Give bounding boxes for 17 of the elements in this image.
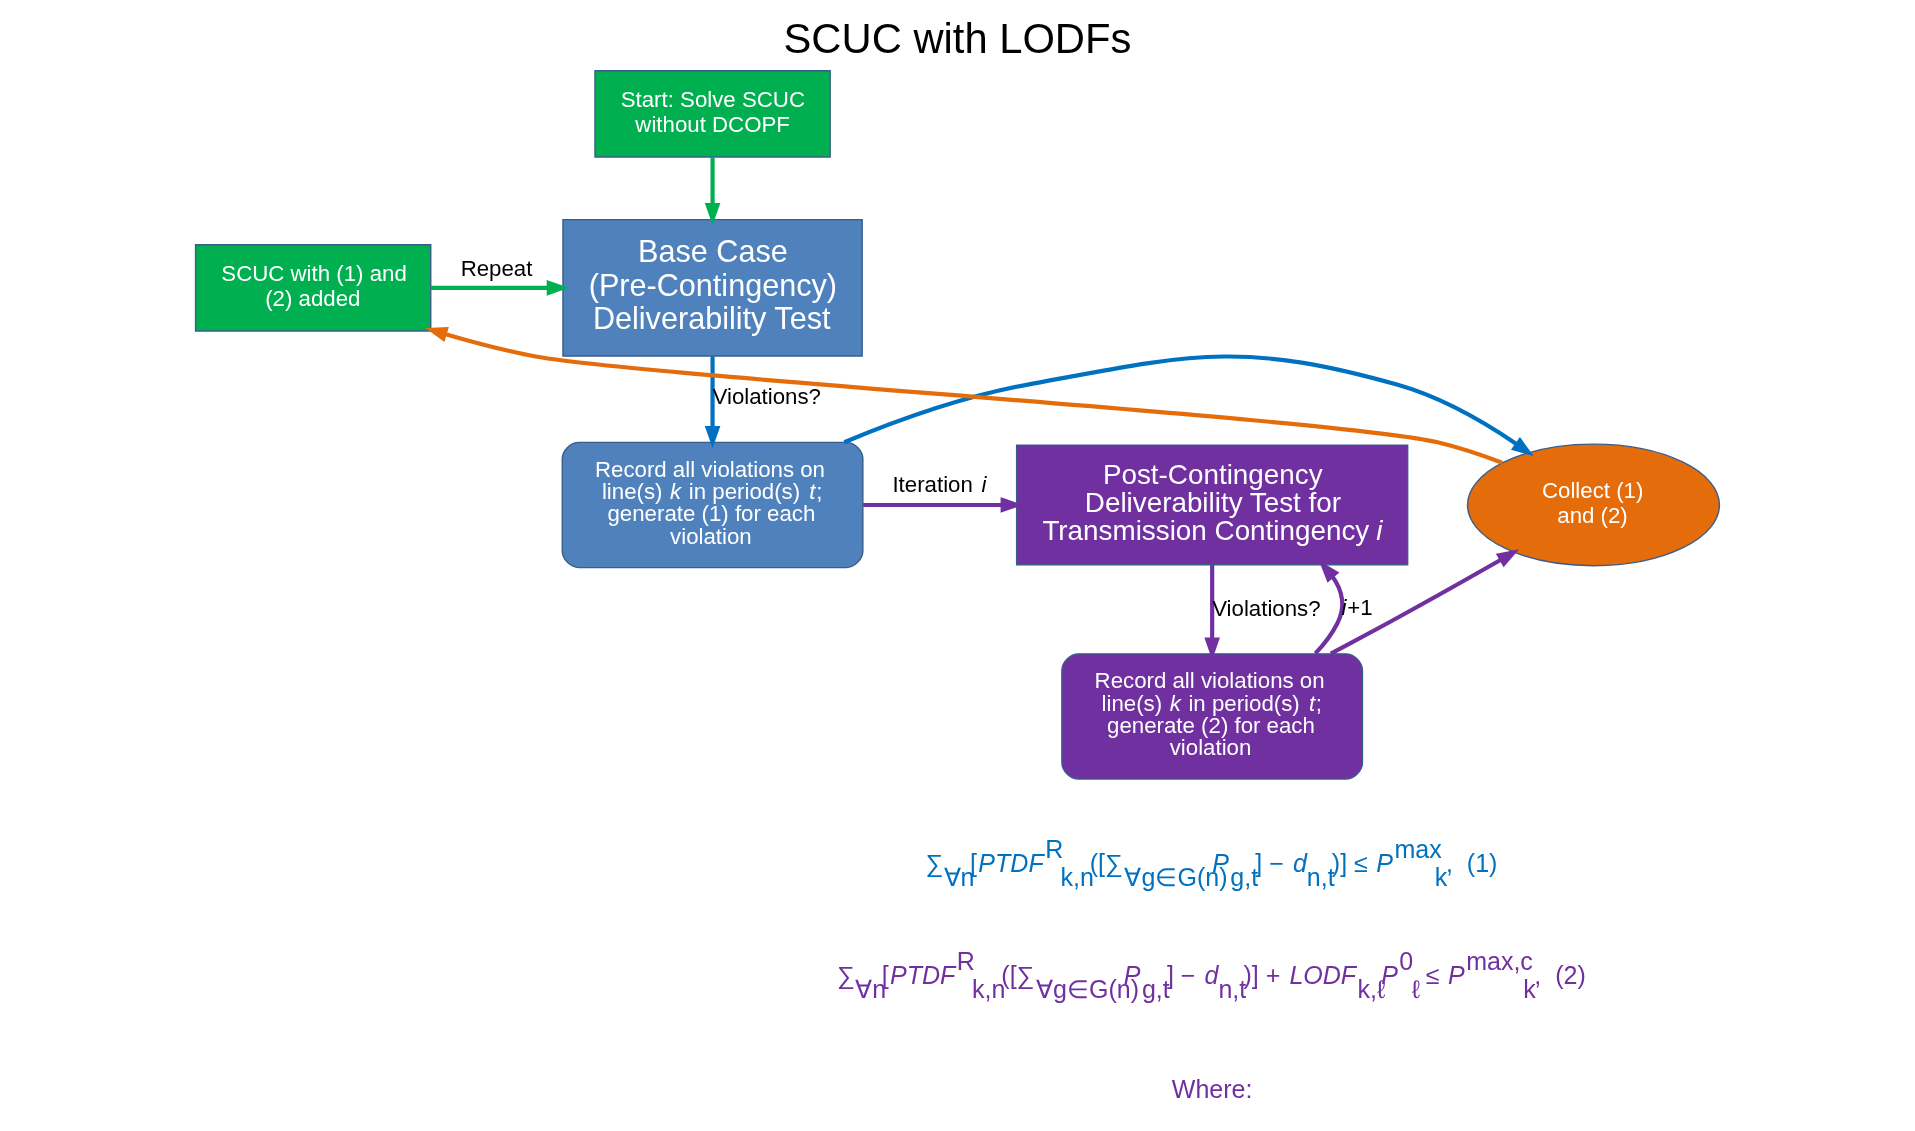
node-box: SCUC with (1) and (2) added — [194, 244, 432, 332]
arrow — [843, 354, 1534, 457]
node-box: Base Case (Pre-Contingency) Deliverability Test — [562, 219, 863, 357]
arrow — [425, 327, 1503, 465]
arrow — [704, 157, 721, 226]
diagram-title: SCUC with LODFs — [783, 14, 1132, 62]
node-box: Start: Solve SCUC without DCOPF — [594, 70, 831, 158]
arrow — [1329, 549, 1520, 656]
node-box: Post-Contingency Deliverability Test for Transmission Contingency i — [1015, 444, 1409, 566]
edge-label: i+1 — [1341, 594, 1373, 620]
edge-label: Repeat — [460, 256, 533, 282]
node-box: Record all violations on line(s) k in period(s) t; generate (2) for each violation — [1061, 653, 1364, 780]
label: Where: — [1171, 1075, 1253, 1104]
node-box: Record all violations on line(s) k in period(s) t; generate (1) for each violation — [561, 441, 864, 569]
arrow — [704, 356, 721, 449]
arrow — [430, 280, 569, 296]
edge-label: Iteration i — [892, 472, 987, 498]
